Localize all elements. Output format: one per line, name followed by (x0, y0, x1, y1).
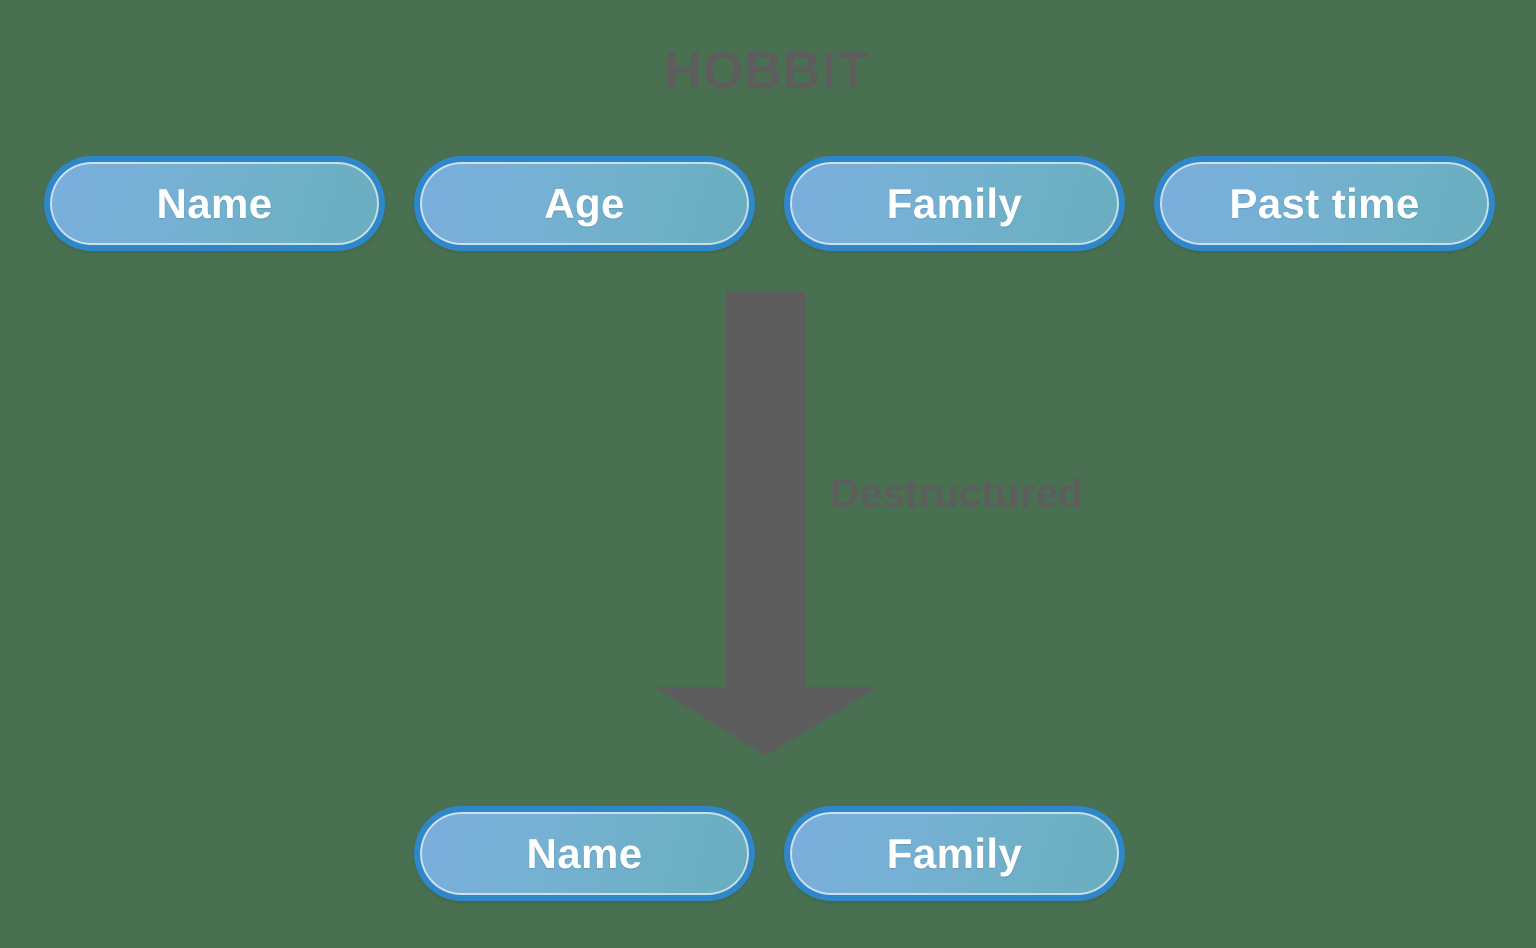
source-field-name-label: Name (156, 179, 273, 227)
source-field-age[interactable]: Age (414, 156, 755, 251)
page-title: HOBBIT (664, 42, 870, 100)
source-field-past-time[interactable]: Past time (1154, 156, 1495, 251)
source-field-past-time-label: Past time (1229, 179, 1420, 227)
result-field-name[interactable]: Name (414, 806, 755, 901)
result-field-family-label: Family (886, 829, 1023, 877)
arrow-down-icon (654, 291, 878, 756)
arrow-label: Destructured (830, 470, 1083, 516)
source-field-name[interactable]: Name (44, 156, 385, 251)
source-field-age-label: Age (544, 179, 625, 227)
source-field-family[interactable]: Family (784, 156, 1125, 251)
result-field-family[interactable]: Family (784, 806, 1125, 901)
source-field-family-label: Family (886, 179, 1023, 227)
result-field-name-label: Name (526, 829, 643, 877)
